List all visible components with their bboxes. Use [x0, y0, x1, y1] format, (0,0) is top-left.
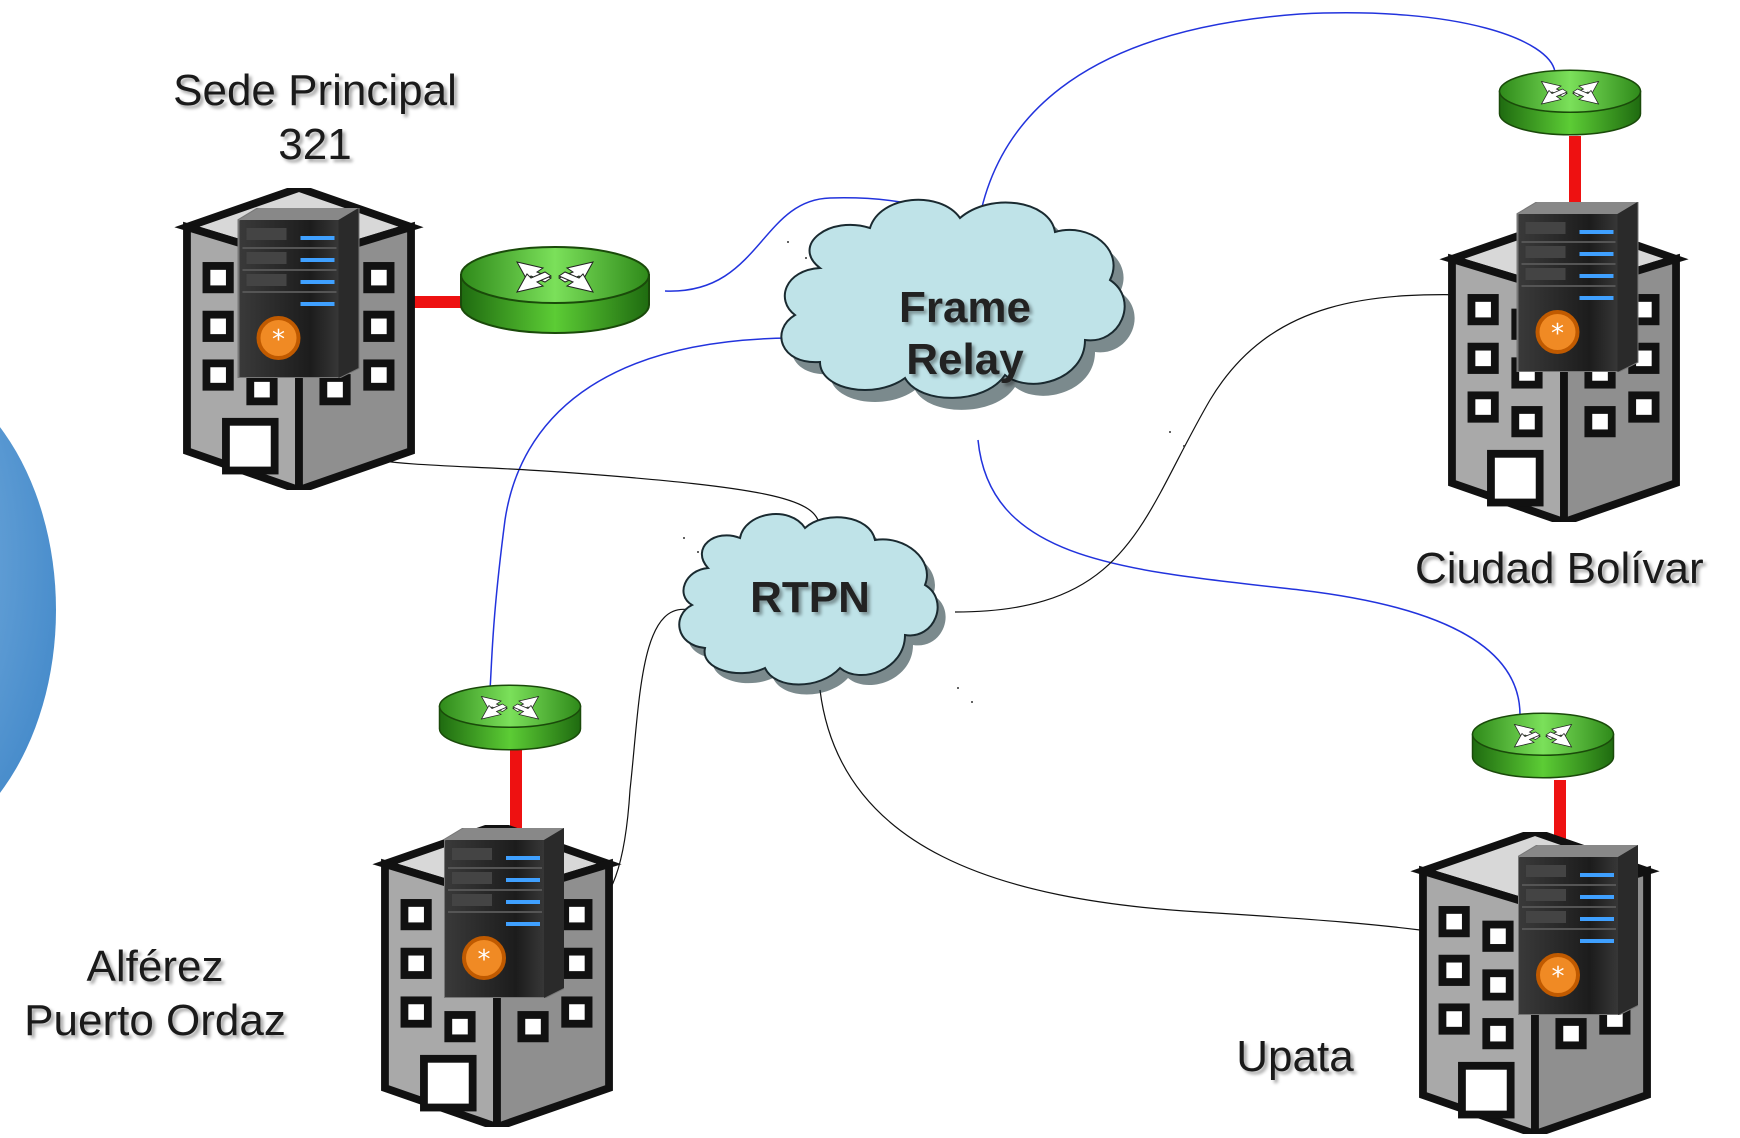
site-name-line2: Puerto Ordaz: [24, 996, 286, 1045]
cloud-rtpn: [678, 513, 946, 695]
site-ciudad-bolivar: [1452, 69, 1676, 522]
server-rack-icon: [239, 208, 359, 378]
site-sede-principal: [187, 188, 651, 490]
router-icon: [1471, 712, 1615, 779]
site-name-line1: Alférez: [86, 942, 224, 991]
link-frame-relay-ciudad-bolivar: [975, 12, 1556, 241]
link-rtpn-upata: [819, 689, 1421, 931]
site-code: 321: [278, 120, 352, 169]
site-name: Sede Principal: [173, 66, 457, 115]
router-icon: [459, 245, 651, 335]
site-alferez-puerto-ordaz: [385, 684, 609, 1127]
site-upata: [1423, 712, 1647, 1134]
decorative-circle: [0, 427, 56, 793]
router-icon: [438, 684, 582, 751]
router-icon: [1498, 69, 1642, 136]
cloud-label-rtpn: RTPN: [750, 573, 870, 622]
site-label-ciudad-bolivar: Ciudad Bolívar: [1415, 544, 1704, 593]
server-rack-icon: [444, 828, 564, 998]
server-rack-icon: [1518, 845, 1638, 1015]
server-rack-icon: [1518, 202, 1638, 372]
site-label-sede-principal: Sede Principal 321: [150, 64, 480, 172]
cloud-frame-relay: [780, 198, 1135, 410]
link-frame-relay-alferez: [489, 337, 791, 691]
link-frame-relay-upata: [977, 439, 1521, 716]
site-label-upata: Upata: [1236, 1032, 1354, 1081]
link-rtpn-ciudad-bolivar: [954, 294, 1496, 613]
site-label-alferez-puerto-ordaz: Alférez Puerto Ordaz: [0, 940, 310, 1048]
cloud-label-frame-relay: Frame Relay: [898, 283, 1032, 384]
